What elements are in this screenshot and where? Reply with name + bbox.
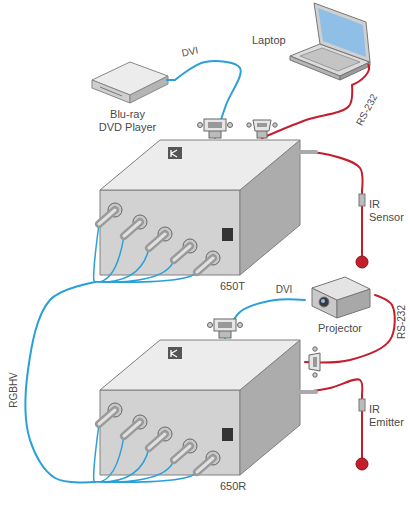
node-label: Projector	[305, 322, 375, 335]
cable-label: DVI	[276, 284, 293, 296]
dvi-plug	[208, 319, 243, 338]
node-label: Blu-ray DVD Player	[98, 108, 158, 134]
ir-head	[356, 256, 368, 268]
player-side	[130, 76, 168, 103]
plug-pins	[218, 322, 232, 328]
mini-jack	[300, 150, 316, 154]
cable-stub	[166, 79, 175, 81]
cable-connector	[225, 299, 305, 338]
plug-screw	[247, 123, 251, 127]
brand-logo-mark	[171, 150, 177, 157]
ir-emitter-node: IR Emitter	[352, 395, 408, 473]
laptop-node: Laptop	[250, 0, 370, 85]
dvi-plug	[198, 119, 233, 138]
node-label: IR Emitter	[369, 403, 407, 429]
cable-connector	[262, 85, 352, 138]
plug-pins	[313, 357, 317, 367]
brand-logo	[168, 147, 182, 159]
laptop-display	[318, 8, 366, 57]
node-label: 650R	[220, 480, 270, 493]
plug-screw	[198, 123, 203, 128]
mini-jack	[359, 194, 365, 206]
lens-glint	[321, 299, 325, 303]
projector-lens	[319, 297, 329, 307]
plug-pins	[257, 123, 267, 127]
plug-screw	[313, 373, 317, 377]
brand-logo-mark	[171, 350, 177, 357]
plug-body	[309, 353, 320, 371]
cable-connector	[26, 282, 95, 482]
power-jack	[222, 428, 233, 441]
cable-label: RGBHV	[8, 372, 20, 408]
bnc-plug	[99, 210, 213, 272]
power-jack	[222, 228, 233, 241]
plug-screw	[273, 123, 277, 127]
mini-jack	[359, 399, 365, 411]
laptop-screen	[314, 3, 370, 62]
device-front	[100, 190, 240, 275]
device-top	[100, 340, 300, 390]
node-label: Laptop	[252, 34, 297, 47]
bnc-plug-highlight	[99, 210, 213, 272]
db9-plug	[247, 120, 277, 138]
transmitter-box: 650T	[95, 138, 305, 300]
plug-body	[253, 120, 271, 131]
plug-screw	[313, 347, 317, 351]
cable-stub	[352, 64, 369, 85]
cable-connector	[305, 295, 395, 362]
brand-logo	[168, 347, 182, 359]
player-front	[92, 80, 130, 103]
node-label: IR Sensor	[369, 198, 407, 224]
db9-plug	[309, 347, 320, 377]
bnc-plug-highlight	[99, 410, 213, 472]
plug-body	[214, 319, 236, 331]
projector-node: Projector	[305, 272, 375, 338]
device-top	[100, 140, 300, 190]
node-label: 650T	[220, 280, 270, 293]
mini-jack	[300, 390, 316, 394]
player-node: Blu-ray DVD Player	[80, 50, 175, 137]
cable-connector	[305, 152, 363, 190]
plug-screw	[238, 323, 243, 328]
device-front	[100, 390, 240, 475]
bnc-plug	[99, 410, 213, 472]
plug-body	[204, 119, 226, 131]
disc-slot	[100, 87, 122, 96]
plug-screw	[208, 323, 213, 328]
cable-label: RS-232	[396, 305, 408, 339]
cable-label: RS-232	[354, 92, 381, 128]
plug-screw	[228, 123, 233, 128]
plug-pins	[208, 122, 222, 128]
projector-top	[312, 277, 370, 300]
ir-head	[356, 458, 368, 470]
ir-sensor-node: IR Sensor	[352, 190, 408, 268]
cable-label: DVI	[181, 44, 200, 59]
cable-connector	[175, 61, 241, 138]
receiver-box: 650R	[95, 338, 305, 500]
